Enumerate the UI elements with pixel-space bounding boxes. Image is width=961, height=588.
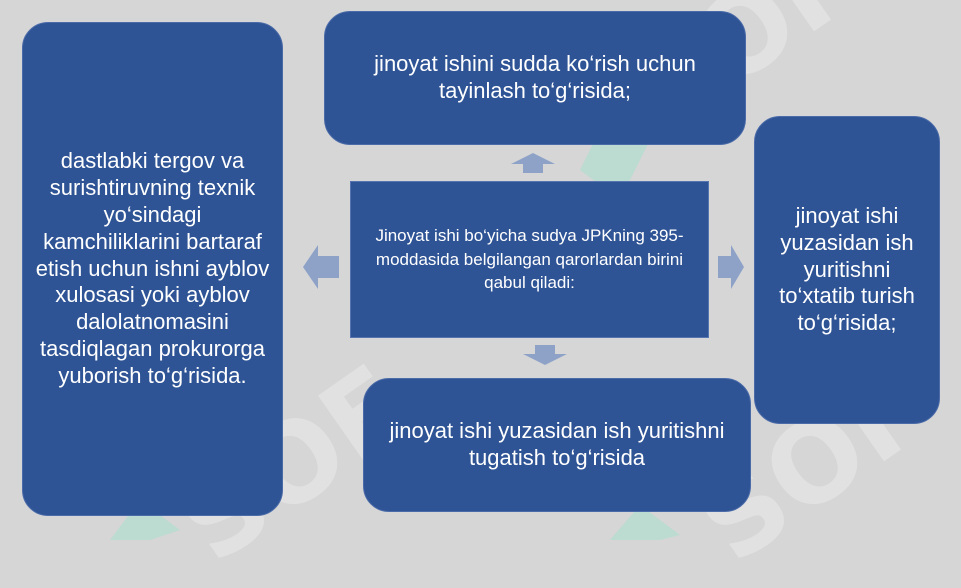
box-right-option: jinoyat ishi yuzasidan ish yuritishni to… — [754, 116, 940, 424]
box-left-option: dastlabki tergov va surishtiruvning texn… — [22, 22, 283, 516]
box-top-text: jinoyat ishini sudda ko‘rish uchun tayin… — [374, 51, 696, 103]
box-center-main: Jinoyat ishi bo‘yicha sudya JPKning 395-… — [350, 181, 709, 338]
arrow-right-icon — [718, 245, 744, 289]
box-bottom-option: jinoyat ishi yuzasidan ish yuritishni tu… — [363, 378, 751, 512]
box-right-text: jinoyat ishi yuzasidan ish yuritishni to… — [779, 202, 915, 336]
arrow-up-icon — [511, 153, 555, 173]
arrow-left-icon — [303, 245, 339, 289]
box-left-text: dastlabki tergov va surishtiruvning texn… — [35, 148, 270, 388]
box-top-option: jinoyat ishini sudda ko‘rish uchun tayin… — [324, 11, 746, 145]
box-bottom-text: jinoyat ishi yuzasidan ish yuritishni tu… — [389, 418, 725, 470]
box-center-text: Jinoyat ishi bo‘yicha sudya JPKning 395-… — [375, 226, 684, 293]
arrow-down-icon — [523, 345, 567, 365]
